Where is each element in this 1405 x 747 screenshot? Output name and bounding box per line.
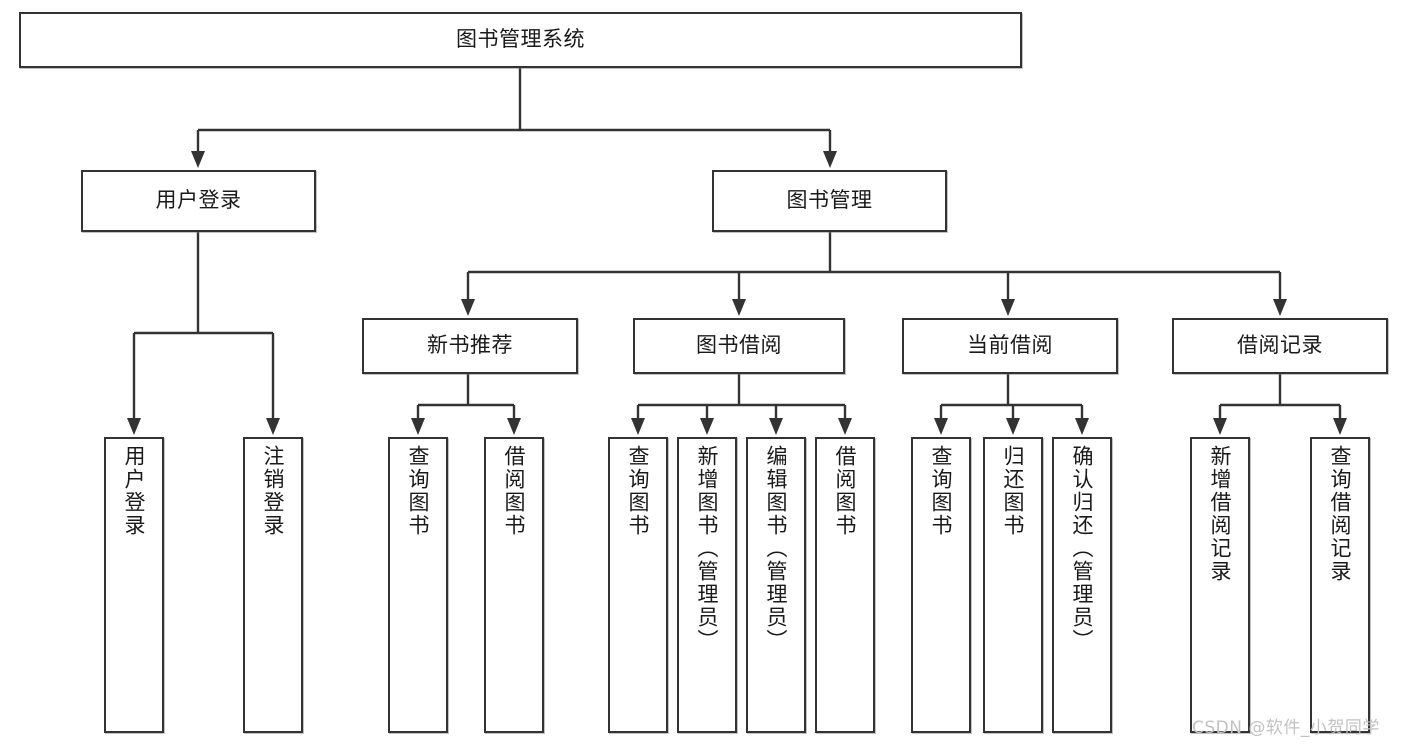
arrowhead-icon-arrow-new-book xyxy=(461,299,475,316)
node-box-leaf-query-book-3: 查询图书 xyxy=(911,437,971,733)
node-label-current-borrow: 当前借阅 xyxy=(967,333,1053,358)
node-label-leaf-add-record: 新增借阅记录 xyxy=(1208,445,1233,583)
arrowhead-icon-arrow-leaf-borrow-1 xyxy=(507,418,521,435)
node-label-leaf-query-record: 查询借阅记录 xyxy=(1328,445,1353,583)
arrowhead-icon-arrow-borrow-record xyxy=(1273,299,1287,316)
node-box-user-login: 用户登录 xyxy=(81,170,316,232)
node-box-new-book-recommend: 新书推荐 xyxy=(362,318,578,374)
node-box-current-borrow: 当前借阅 xyxy=(902,318,1118,374)
arrowhead-icon-arrow-leaf-edit-book xyxy=(769,418,783,435)
arrowhead-icon-arrow-leaf-query-1 xyxy=(411,418,425,435)
arrowhead-icon-arrow-leaf-add-book xyxy=(700,418,714,435)
node-label-root: 图书管理系统 xyxy=(456,27,585,52)
node-box-book-borrow: 图书借阅 xyxy=(633,318,845,374)
watermark-label: CSDN @软件_小贺同学 xyxy=(1192,718,1380,738)
node-box-leaf-return-book: 归还图书 xyxy=(983,437,1043,733)
node-label-book-management: 图书管理 xyxy=(786,188,873,213)
arrowhead-icon-arrow-leaf-return xyxy=(1006,418,1020,435)
node-label-new-book-recommend: 新书推荐 xyxy=(427,333,513,358)
node-box-leaf-confirm-return: 确认归还（管理员） xyxy=(1052,437,1112,733)
node-box-leaf-query-record: 查询借阅记录 xyxy=(1310,437,1370,733)
node-box-root: 图书管理系统 xyxy=(19,12,1022,68)
node-label-leaf-user-login: 用户登录 xyxy=(122,445,147,537)
node-label-leaf-borrow-book-1: 借阅图书 xyxy=(502,445,527,537)
node-label-leaf-query-book-2: 查询图书 xyxy=(626,445,651,537)
arrowhead-icon-arrow-leaf-user-login xyxy=(127,418,141,435)
node-label-leaf-borrow-book-2: 借阅图书 xyxy=(833,445,858,537)
arrowhead-icon-arrow-leaf-logout xyxy=(266,418,280,435)
node-label-leaf-add-book: 新增图书（管理员） xyxy=(695,445,720,652)
arrowhead-icon-arrow-user-login xyxy=(191,151,205,168)
node-label-leaf-query-book-3: 查询图书 xyxy=(929,445,954,537)
node-box-borrow-record: 借阅记录 xyxy=(1172,318,1388,374)
arrowhead-icon-arrow-leaf-confirm xyxy=(1075,418,1089,435)
arrowhead-icon-arrow-current-borrow xyxy=(1001,299,1015,316)
node-box-leaf-edit-book: 编辑图书（管理员） xyxy=(746,437,806,733)
node-label-leaf-confirm-return: 确认归还（管理员） xyxy=(1070,445,1095,652)
node-label-leaf-edit-book: 编辑图书（管理员） xyxy=(764,445,789,652)
arrowhead-icon-arrow-leaf-query-record xyxy=(1333,418,1347,435)
node-box-leaf-user-login: 用户登录 xyxy=(104,437,164,733)
node-label-user-login: 用户登录 xyxy=(155,188,242,213)
node-box-leaf-logout: 注销登录 xyxy=(243,437,303,733)
node-box-leaf-query-book-2: 查询图书 xyxy=(608,437,668,733)
arrowhead-icon-arrow-leaf-query-3 xyxy=(934,418,948,435)
arrowhead-icon-arrow-leaf-add-record xyxy=(1213,418,1227,435)
node-box-leaf-borrow-book-2: 借阅图书 xyxy=(815,437,875,733)
arrowhead-icon-arrow-leaf-query-2 xyxy=(631,418,645,435)
node-box-leaf-add-record: 新增借阅记录 xyxy=(1190,437,1250,733)
arrowhead-icon-arrow-book-management xyxy=(823,151,837,168)
node-box-leaf-borrow-book-1: 借阅图书 xyxy=(484,437,544,733)
node-label-leaf-return-book: 归还图书 xyxy=(1001,445,1026,537)
node-label-book-borrow: 图书借阅 xyxy=(696,333,782,358)
node-box-leaf-add-book: 新增图书（管理员） xyxy=(677,437,737,733)
node-label-leaf-logout: 注销登录 xyxy=(261,445,286,537)
node-box-leaf-query-book-1: 查询图书 xyxy=(388,437,448,733)
arrowhead-icon-arrow-book-borrow xyxy=(732,299,746,316)
node-label-leaf-query-book-1: 查询图书 xyxy=(406,445,431,537)
connector-group xyxy=(127,68,1347,435)
node-box-book-management: 图书管理 xyxy=(712,170,947,232)
node-label-borrow-record: 借阅记录 xyxy=(1237,333,1323,358)
arrowhead-icon-arrow-leaf-borrow-2 xyxy=(838,418,852,435)
